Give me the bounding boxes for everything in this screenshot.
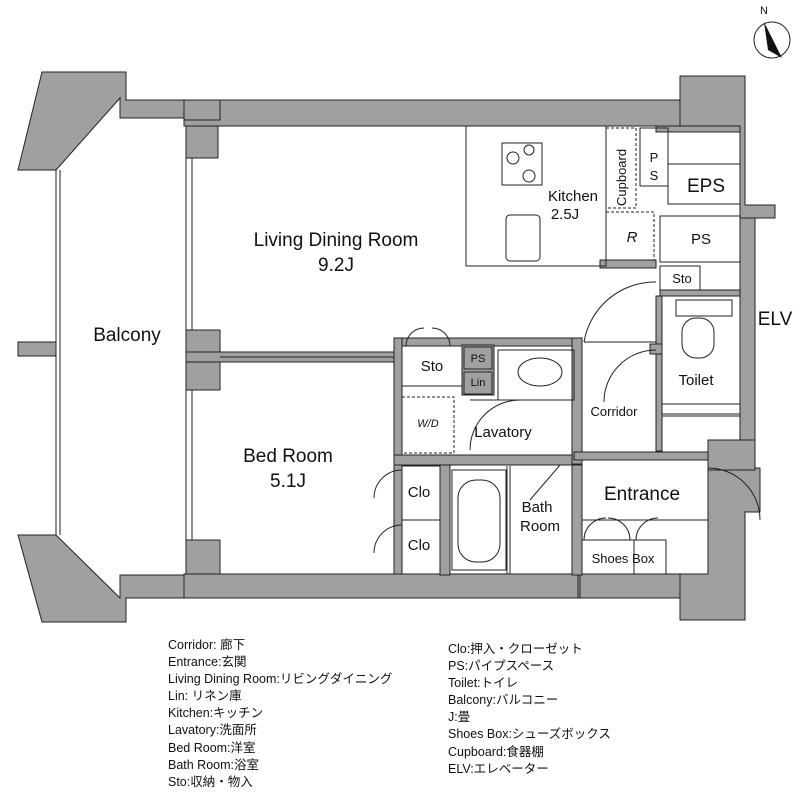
wall-left-pier-1 (185, 125, 219, 159)
cupboard-label: Cupboard (614, 149, 629, 206)
living-dining-size: 9.2J (318, 255, 354, 276)
legend-item: J:畳 (448, 710, 471, 725)
sto-top-label: Sto (672, 271, 692, 286)
room-labels: Living Dining Room 9.2J Bed Room 5.1J Ba… (93, 149, 792, 566)
kitchen-size: 2.5J (551, 206, 579, 223)
wall-bath-right (571, 464, 583, 576)
shoes-box-label: Shoes Box (592, 551, 655, 566)
balcony-label: Balcony (93, 325, 161, 346)
refrigerator-label: R (627, 229, 638, 246)
compass-ring (753, 21, 791, 59)
kitchen-name: Kitchen (548, 188, 598, 205)
interior-lines (55, 125, 761, 575)
clo-1-label: Clo (408, 484, 431, 501)
sto-center-label: Sto (421, 358, 444, 375)
lin-label: Lin (471, 377, 486, 389)
stove-burners (506, 144, 536, 183)
wall-bottom (183, 573, 579, 599)
bath-label-1: Bath (522, 499, 553, 516)
legend-item: ELV:エレベーター (448, 761, 549, 776)
ps-kitchen-s: S (650, 168, 659, 183)
walls (17, 71, 776, 623)
toilet-label: Toilet (678, 372, 714, 389)
compass: N (753, 5, 791, 59)
ps-small-label: PS (471, 353, 486, 365)
bed-room-name: Bed Room (243, 446, 333, 467)
legend-item: Lin: リネン庫 (168, 689, 242, 704)
washer-label: W/D (417, 418, 438, 430)
wall-left-top (183, 99, 221, 121)
compass-label: N (760, 5, 768, 17)
wall-r-bottom (599, 259, 657, 269)
legend-item: Bed Room:洋室 (168, 740, 256, 755)
wall-left-pier-3 (185, 539, 221, 581)
wall-elevator (739, 217, 756, 469)
wall-toilet-left (655, 295, 663, 452)
wall-lav-bottom (393, 454, 583, 466)
legend-item: Bath Room:浴室 (168, 757, 260, 772)
legend-item: PS:パイプスペース (448, 659, 555, 674)
wall-entrance-top (573, 451, 709, 461)
legend-right: Clo:押入・クローゼット PS:パイプスペース Toilet:トイレ Balc… (448, 641, 611, 778)
wall-sto-bottom (659, 289, 741, 297)
living-dining-name: Living Dining Room (254, 230, 419, 251)
corridor-label: Corridor (591, 404, 639, 419)
legend-item: Cupboard:食器棚 (448, 744, 544, 759)
legend-item: Clo:押入・クローゼット (448, 642, 583, 656)
legend-item: Shoes Box:シューズボックス (448, 727, 611, 742)
wall-toilet-door (649, 343, 663, 355)
eps-label: EPS (687, 176, 725, 197)
wall-bath-left (439, 464, 451, 576)
wall-elevator-base (707, 439, 756, 471)
ps-kitchen-p: P (650, 150, 659, 165)
legend-item: Kitchen:キッチン (168, 706, 264, 721)
legend-item: Sto:収納・物入 (168, 774, 253, 789)
wall-bottom-right-tower (679, 467, 761, 621)
legend-item: Living Dining Room:リビングダイニング (168, 672, 393, 687)
compass-arrow-icon (764, 22, 782, 58)
legend-left: Corridor: 廊下 Entrance:玄関 Living Dining R… (168, 637, 392, 791)
balcony-wall-bottom (17, 534, 206, 623)
elv-label: ELV (758, 309, 793, 330)
legend-item: Entrance:玄関 (168, 655, 247, 670)
balcony-railing-post (17, 341, 57, 357)
bath-label-2: Room (520, 518, 560, 535)
wall-kitchen-top (655, 125, 741, 133)
wall-bottom-right (579, 573, 681, 599)
legend-item: Balcony:バルコニー (448, 693, 559, 708)
lavatory-label: Lavatory (474, 424, 532, 441)
wall-lav-right (571, 337, 583, 465)
legend-item: Corridor: 廊下 (168, 638, 246, 652)
bed-room-size: 5.1J (270, 471, 306, 492)
legend-item: Lavatory:洗面所 (168, 723, 257, 738)
wall-top (183, 99, 681, 127)
balcony-wall-top (17, 71, 206, 171)
legend-item: Toilet:トイレ (448, 676, 519, 691)
entrance-label: Entrance (604, 484, 680, 505)
ps-right-label: PS (691, 231, 711, 248)
clo-2-label: Clo (408, 537, 431, 554)
